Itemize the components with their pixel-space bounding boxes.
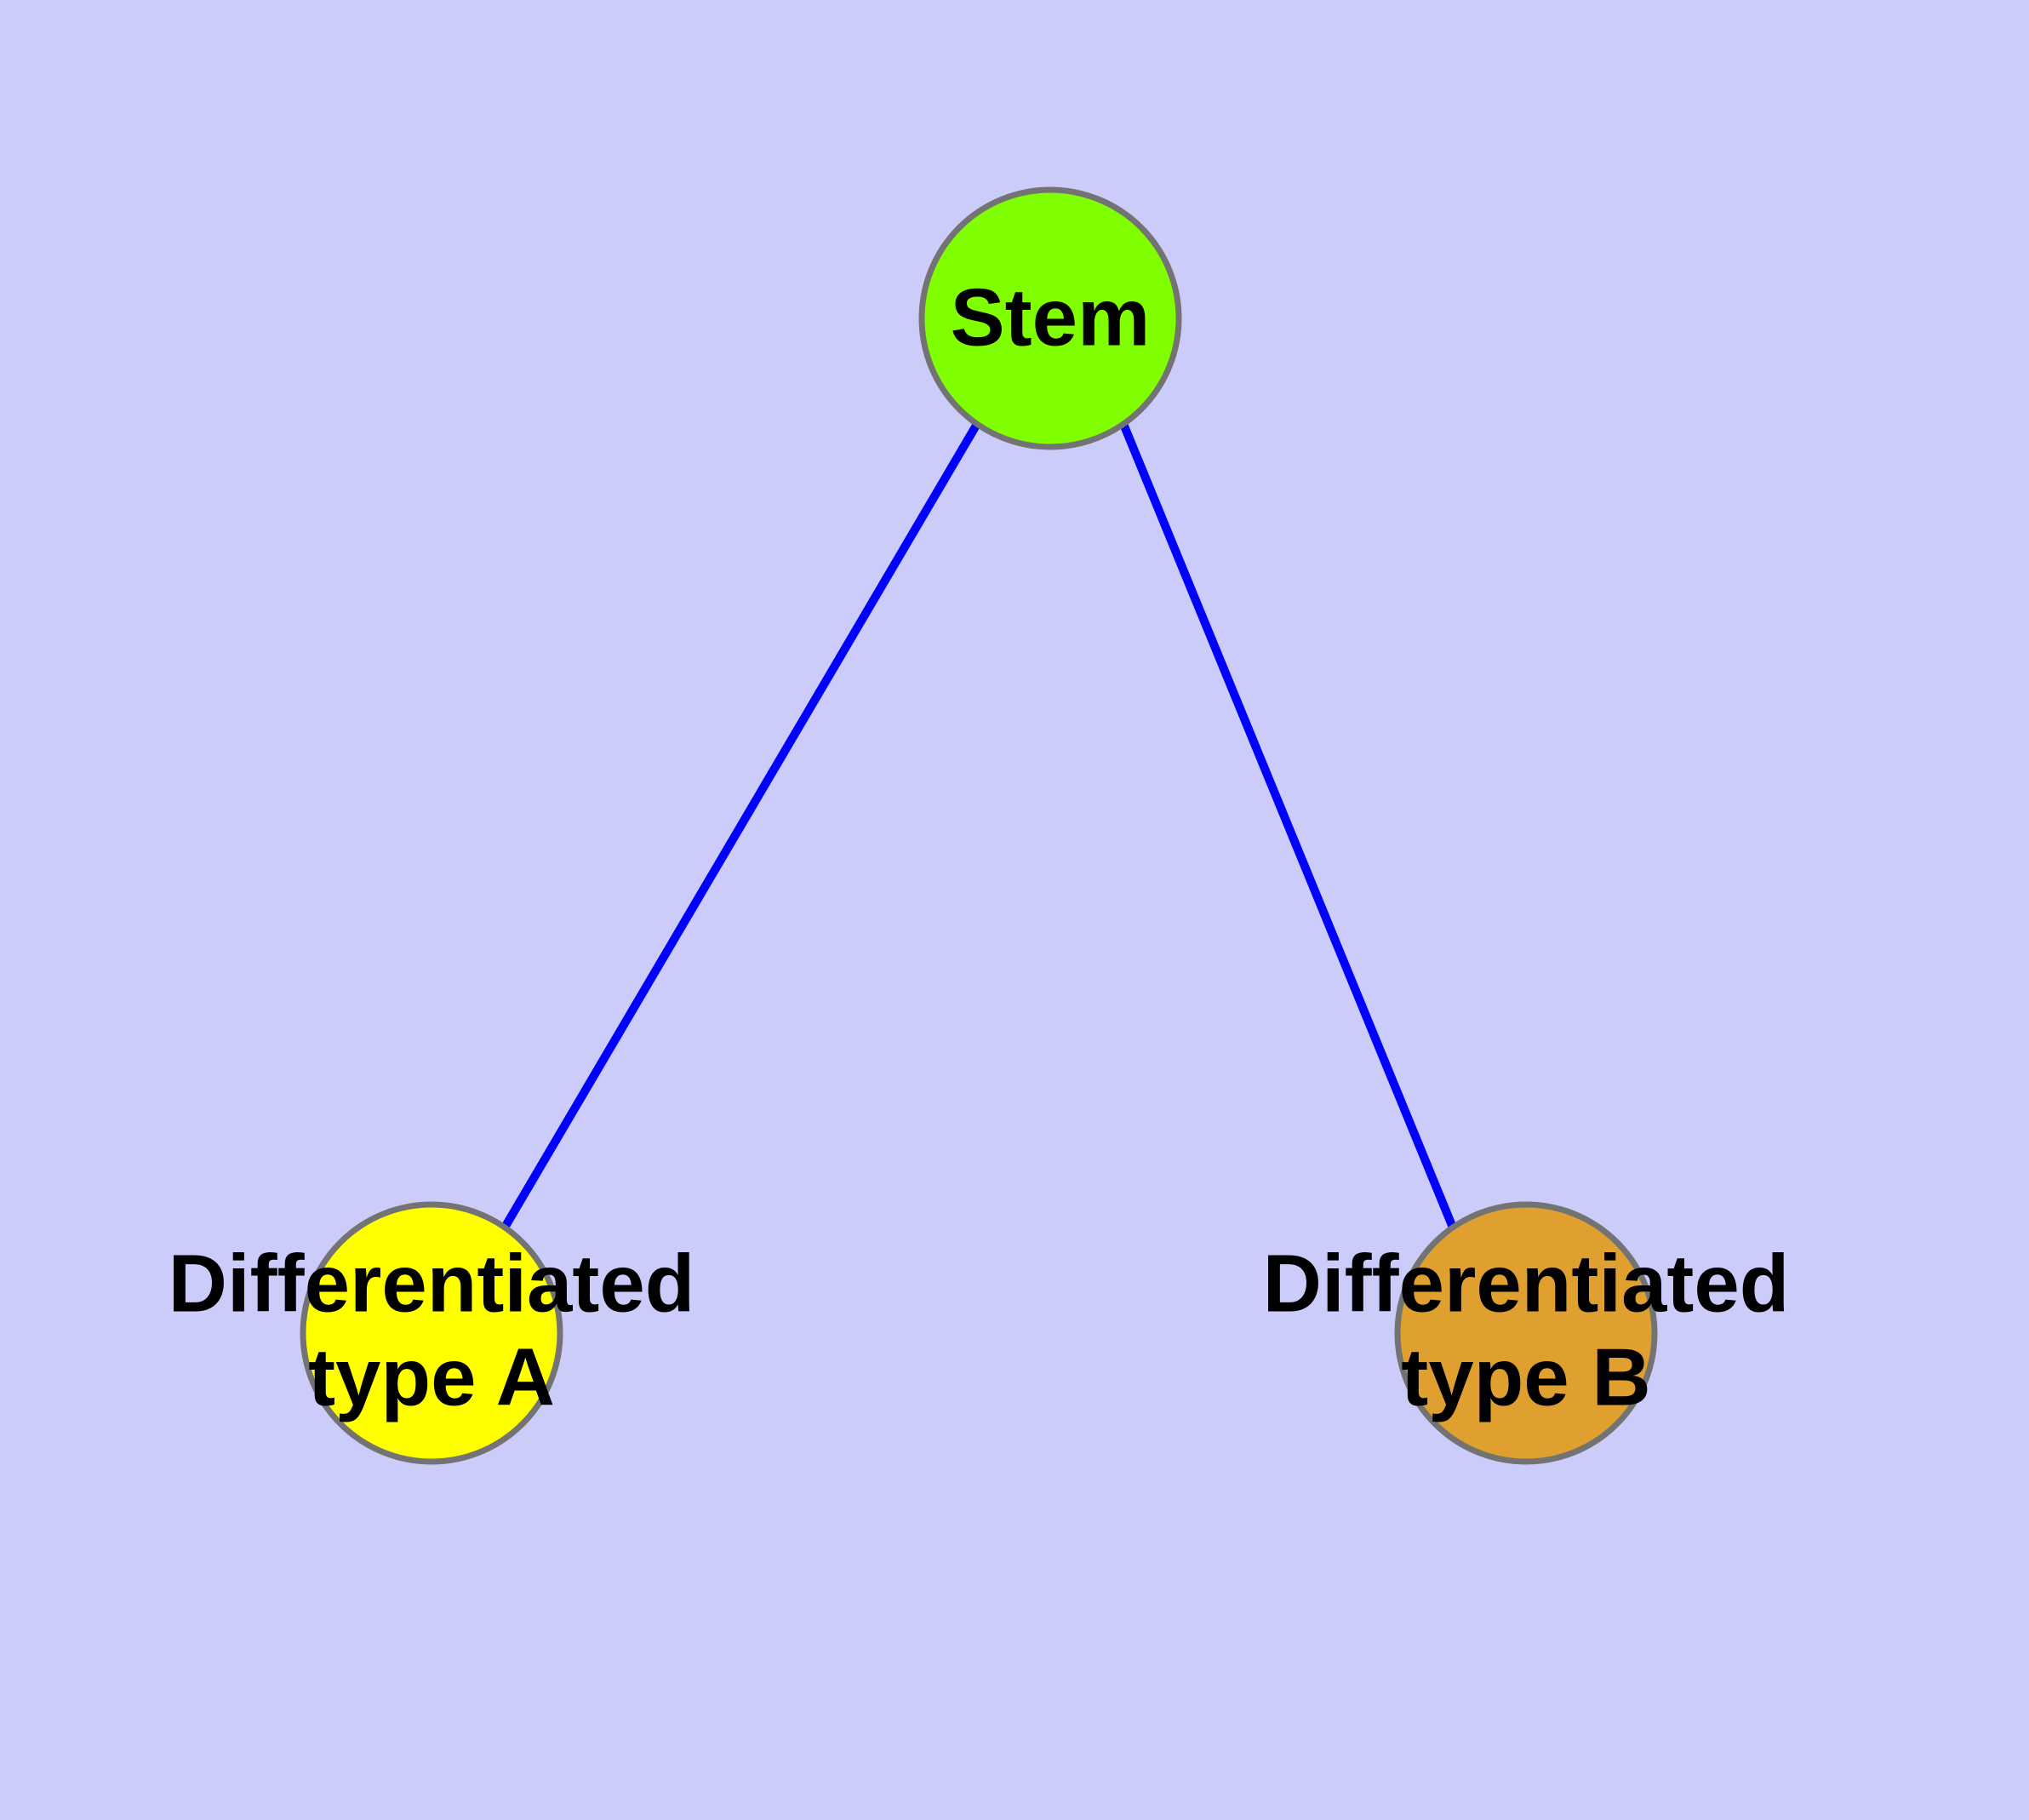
node-differentiated-type-b[interactable] [1394,1201,1658,1465]
node-differentiated-type-a-label-line2: type A [308,1331,555,1422]
node-differentiated-type-b-label-line1: Differentiated [1263,1238,1790,1329]
node-stem-label: Stem [951,272,1151,363]
node-differentiated-type-a[interactable] [300,1201,563,1465]
node-stem[interactable] [918,186,1182,450]
node-layer [300,186,1658,1465]
label-layer: Stem Differentiated type A Differentiate… [169,272,1790,1422]
edge-stem-to-differentiated-type-b[interactable] [1119,422,1457,1229]
node-stem-circle[interactable] [918,186,1182,450]
node-differentiated-type-a-circle[interactable] [300,1201,563,1465]
node-differentiated-type-a-label-line1: Differentiated [169,1238,695,1329]
edge-stem-to-differentiated-type-a[interactable] [500,421,981,1230]
node-differentiated-type-b-label-line2: type B [1401,1331,1650,1422]
node-differentiated-type-b-circle[interactable] [1394,1201,1658,1465]
edge-layer [500,421,1457,1230]
